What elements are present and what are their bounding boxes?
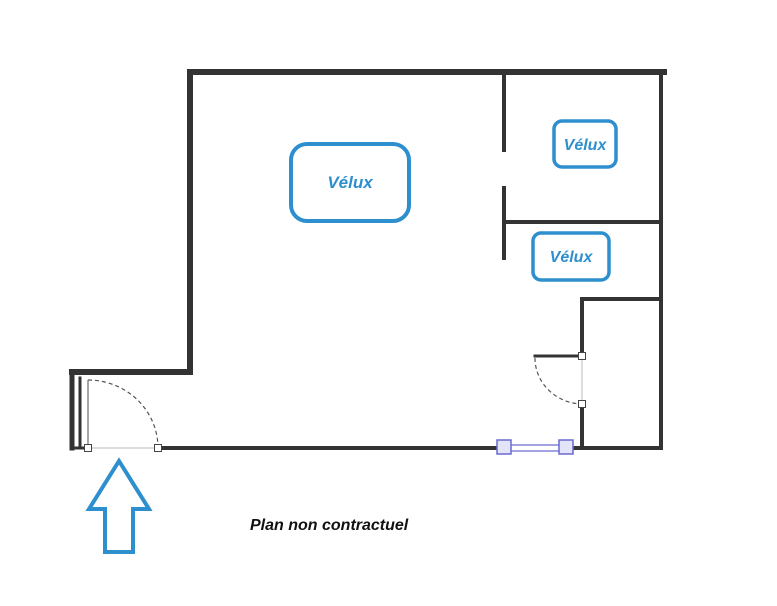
- skylight-main: Vélux: [289, 142, 411, 223]
- skylight-upper-right: Vélux: [552, 119, 618, 169]
- interior-door: [534, 352, 586, 408]
- skylight-lower-right-frame: [531, 231, 611, 282]
- skylight-upper-right-label: Vélux: [564, 137, 608, 154]
- plan-caption: Plan non contractuel: [250, 517, 409, 534]
- interior-door-swing: [534, 357, 583, 405]
- interior-door-stop: [578, 400, 586, 408]
- entrance-door-hinge: [84, 444, 92, 452]
- skylight-main-label: Vélux: [327, 173, 374, 192]
- partitions: [502, 72, 663, 450]
- skylight-lower-right-label: Vélux: [550, 249, 594, 266]
- interior-door-hinge: [578, 352, 586, 360]
- entrance-door-swing: [87, 379, 159, 449]
- arrow-up-icon: [85, 457, 153, 554]
- entrance-door-stop: [154, 444, 162, 452]
- window: [496, 439, 574, 455]
- skylight-upper-right-frame: [552, 119, 618, 169]
- skylight-lower-right: Vélux: [531, 231, 611, 282]
- walls: [69, 69, 667, 451]
- entrance-door: [84, 379, 162, 452]
- window-frame-left: [496, 439, 512, 455]
- window-frame-right: [558, 439, 574, 455]
- skylight-main-frame: [289, 142, 411, 223]
